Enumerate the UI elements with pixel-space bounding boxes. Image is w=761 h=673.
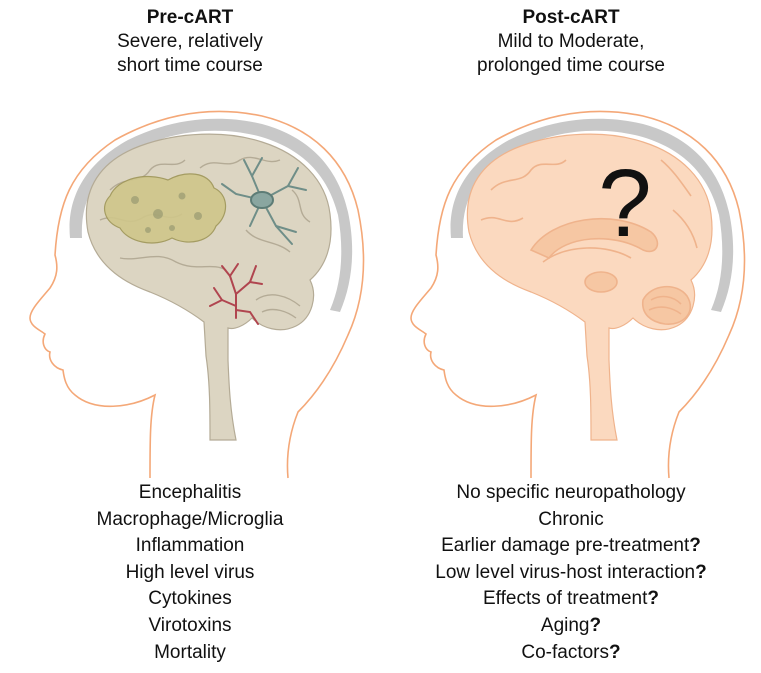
post-feature-item: No specific neuropathology bbox=[381, 480, 761, 507]
post-cart-head-illustration: ? bbox=[381, 0, 761, 480]
panel-pre-cart: Pre-cART Severe, relatively short time c… bbox=[0, 0, 380, 673]
pre-feature-item: Virotoxins bbox=[0, 613, 380, 640]
post-feature-item: Earlier damage pre-treatment? bbox=[381, 533, 761, 560]
pre-lesion bbox=[105, 174, 226, 243]
pre-cart-features: Encephalitis Macrophage/Microglia Inflam… bbox=[0, 480, 380, 666]
pre-feature-item: Cytokines bbox=[0, 586, 380, 613]
post-feature-item: Effects of treatment? bbox=[381, 586, 761, 613]
post-feature-item: Co-factors? bbox=[381, 640, 761, 667]
pre-feature-item: High level virus bbox=[0, 560, 380, 587]
post-feature-item: Chronic bbox=[381, 507, 761, 534]
pre-feature-item: Mortality bbox=[0, 640, 380, 667]
post-cart-features: No specific neuropathology Chronic Earli… bbox=[381, 480, 761, 666]
pre-feature-item: Encephalitis bbox=[0, 480, 380, 507]
pre-feature-item: Macrophage/Microglia bbox=[0, 507, 380, 534]
post-brain-question-mark: ? bbox=[598, 150, 651, 257]
pre-feature-item: Inflammation bbox=[0, 533, 380, 560]
post-feature-item: Aging? bbox=[381, 613, 761, 640]
panel-post-cart: Post-cART Mild to Moderate, prolonged ti… bbox=[381, 0, 761, 673]
post-feature-item: Low level virus-host interaction? bbox=[381, 560, 761, 587]
pre-cart-head-illustration bbox=[0, 0, 380, 480]
